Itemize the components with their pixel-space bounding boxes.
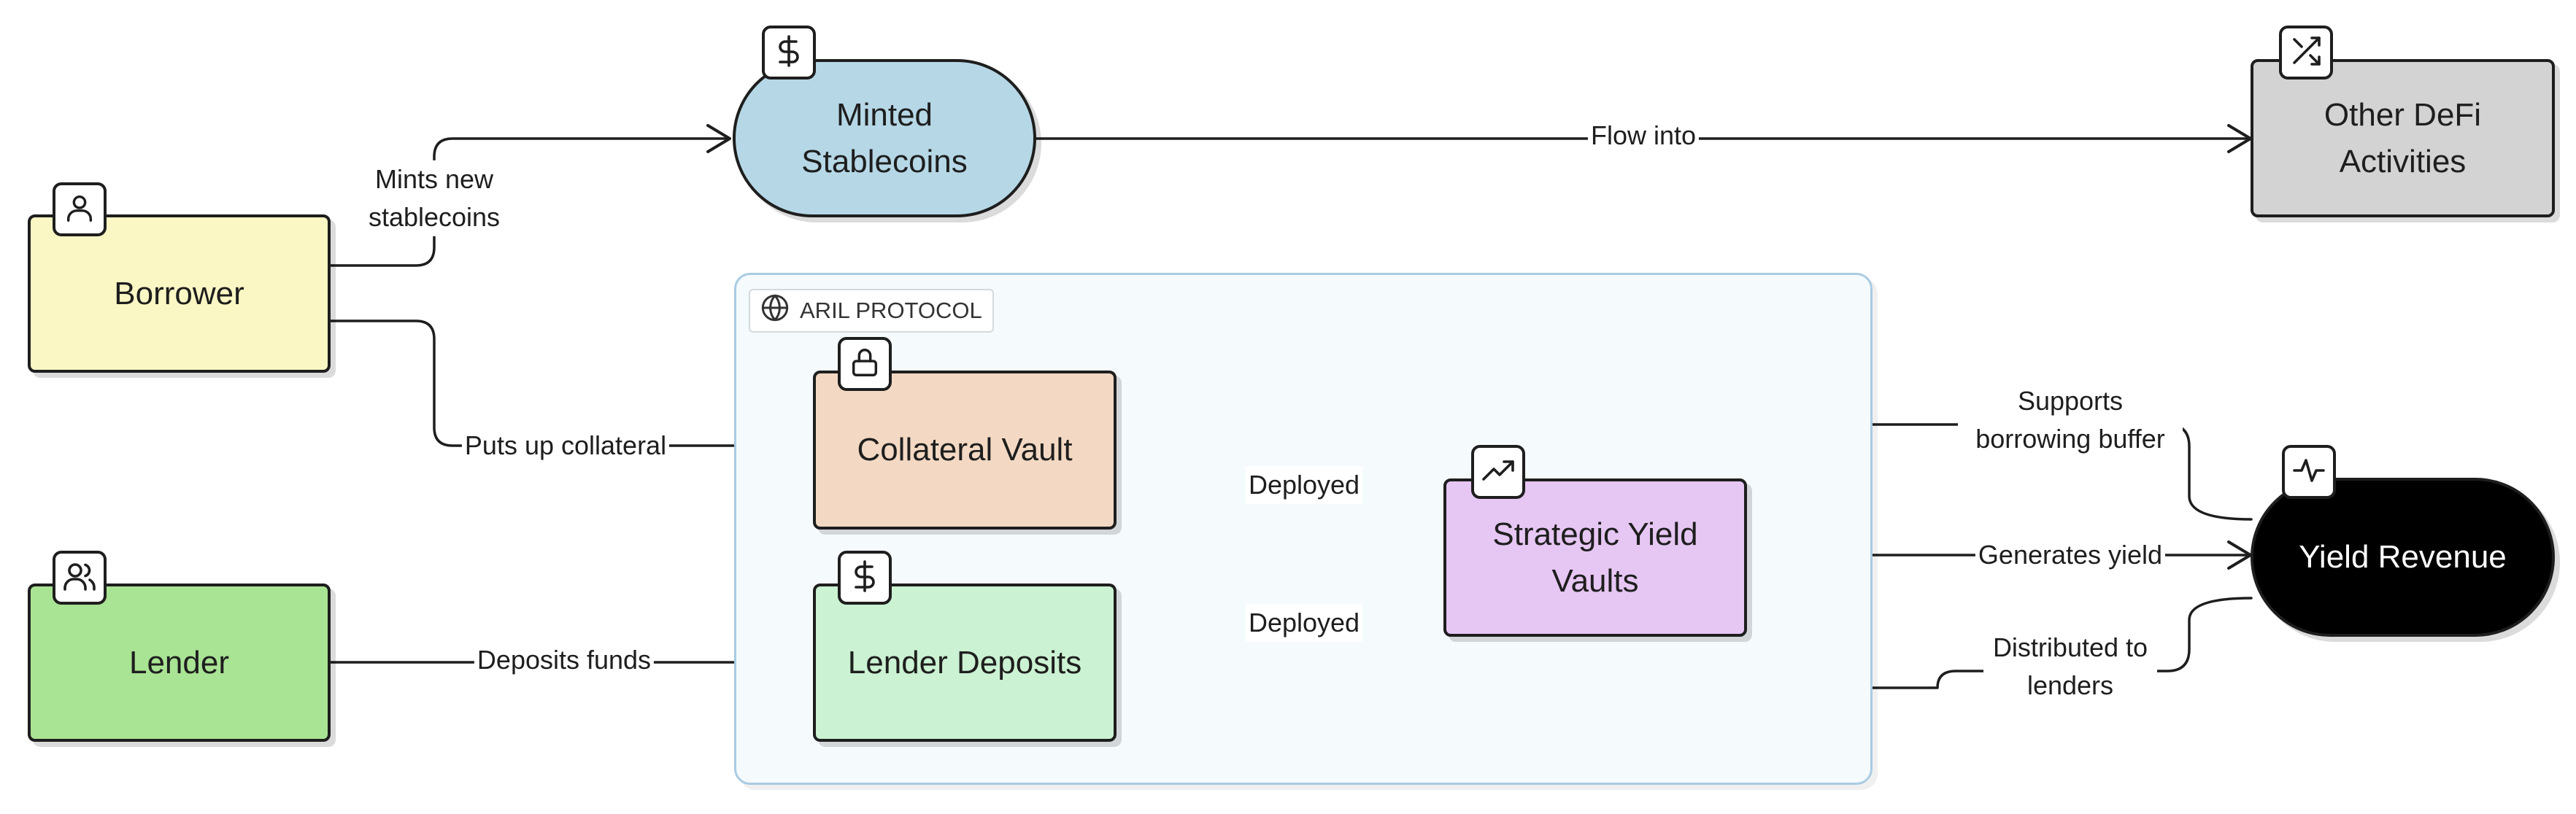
borrower-label: Borrower (114, 275, 244, 311)
users-icon (62, 559, 97, 597)
minted-stablecoins-node[interactable]: Minted Stablecoins (733, 59, 1036, 217)
edge-label-deposits: Deposits funds (474, 640, 655, 680)
collateral-vault-node[interactable]: Collateral Vault (813, 371, 1117, 530)
trending-up-icon (1481, 453, 1516, 492)
dollar-icon (771, 34, 806, 72)
borrower-badge (53, 182, 107, 236)
globe-icon (760, 293, 790, 328)
group-title: ARIL PROTOCOL (800, 298, 982, 323)
edge-distributed (1122, 597, 2253, 689)
aril-protocol-tag: ARIL PROTOCOL (749, 289, 994, 333)
strategic-yield-vaults-label: Strategic Yield Vaults (1492, 516, 1698, 599)
other-defi-badge (2279, 26, 2333, 80)
strategic-yield-vaults-badge (1471, 445, 1525, 499)
other-defi-label: Other DeFi Activities (2324, 96, 2482, 179)
activity-icon (2291, 453, 2326, 492)
edge-label-supports-buffer: Supports borrowing buffer (1958, 381, 2183, 459)
lender-label: Lender (128, 644, 229, 681)
lender-node[interactable]: Lender (28, 584, 331, 742)
edge-label-deployed-collateral: Deployed (1245, 465, 1363, 505)
edge-label-flow-into: Flow into (1587, 116, 1700, 155)
shuffle-icon (2288, 34, 2324, 72)
lender-badge (53, 551, 107, 605)
edge-label-distributed: Distributed to lenders (1983, 628, 2157, 705)
edge-label-generates-yield: Generates yield (1975, 535, 2166, 575)
minted-stablecoins-badge (762, 26, 816, 80)
yield-revenue-label: Yield Revenue (2299, 539, 2507, 575)
lender-deposits-badge (838, 551, 892, 605)
lock-icon (848, 346, 882, 383)
collateral-vault-badge (838, 337, 892, 391)
yield-revenue-node[interactable]: Yield Revenue (2251, 478, 2555, 637)
edge-label-mints: Mints new stablecoins (358, 160, 510, 237)
minted-stablecoins-label: Minted Stablecoins (801, 96, 968, 179)
yield-revenue-badge (2282, 445, 2336, 499)
edge-collateral (329, 319, 811, 447)
collateral-vault-label: Collateral Vault (857, 432, 1073, 468)
strategic-yield-vaults-node[interactable]: Strategic Yield Vaults (1443, 478, 1747, 637)
dollar-icon (847, 559, 882, 597)
user-icon (63, 191, 96, 228)
edge-label-collateral: Puts up collateral (461, 426, 670, 465)
other-defi-node[interactable]: Other DeFi Activities (2251, 59, 2555, 217)
borrower-node[interactable]: Borrower (28, 214, 331, 373)
edge-label-deployed-deposits: Deployed (1245, 603, 1363, 643)
lender-deposits-label: Lender Deposits (847, 644, 1082, 681)
lender-deposits-node[interactable]: Lender Deposits (813, 584, 1117, 742)
